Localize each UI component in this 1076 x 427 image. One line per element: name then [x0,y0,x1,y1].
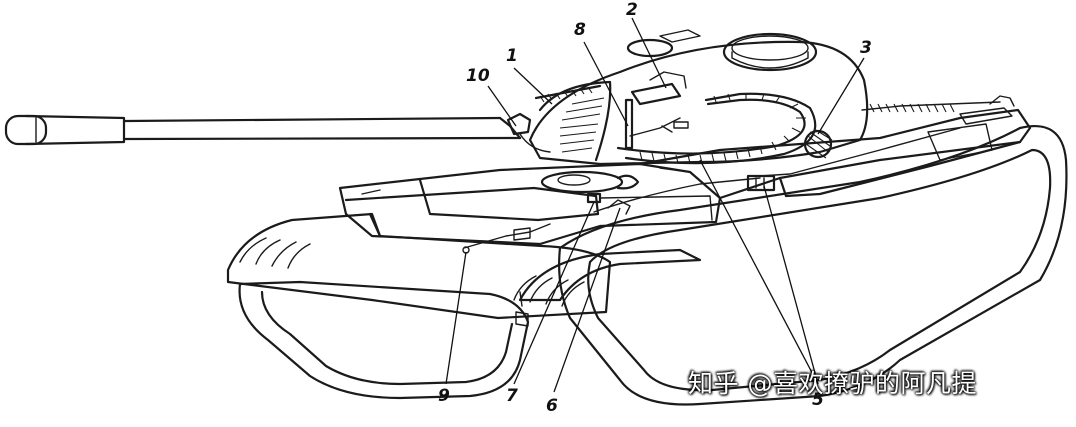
leader-7 [513,201,595,385]
leader-8 [583,41,629,127]
leader-6 [553,207,621,393]
left-fender [226,212,612,320]
leader-1 [513,67,553,105]
leader-2 [631,17,667,89]
right-fender [518,248,702,302]
callout-8: 8 [574,20,586,40]
leader-5b [763,185,819,385]
watermark-text: 知乎 @喜欢撩驴的阿凡提 [688,369,977,398]
callout-10: 10 [466,66,490,86]
hull [338,95,1032,246]
callout-9: 9 [438,386,450,406]
gun-barrel [4,114,522,146]
leader-9 [445,251,467,385]
callout-3: 3 [860,38,872,58]
callout-1: 1 [506,46,518,66]
callout-6: 6 [546,396,558,416]
leader-3 [817,57,865,135]
leader-5a [699,159,819,385]
callout-2: 2 [626,0,638,20]
leader-lines [445,17,865,393]
turret [506,29,869,166]
right-track [558,125,1068,406]
left-track [238,280,530,400]
leader-10 [487,85,517,127]
hull-components [462,170,776,327]
callout-7: 7 [506,386,518,406]
callout-5: 5 [812,390,824,410]
